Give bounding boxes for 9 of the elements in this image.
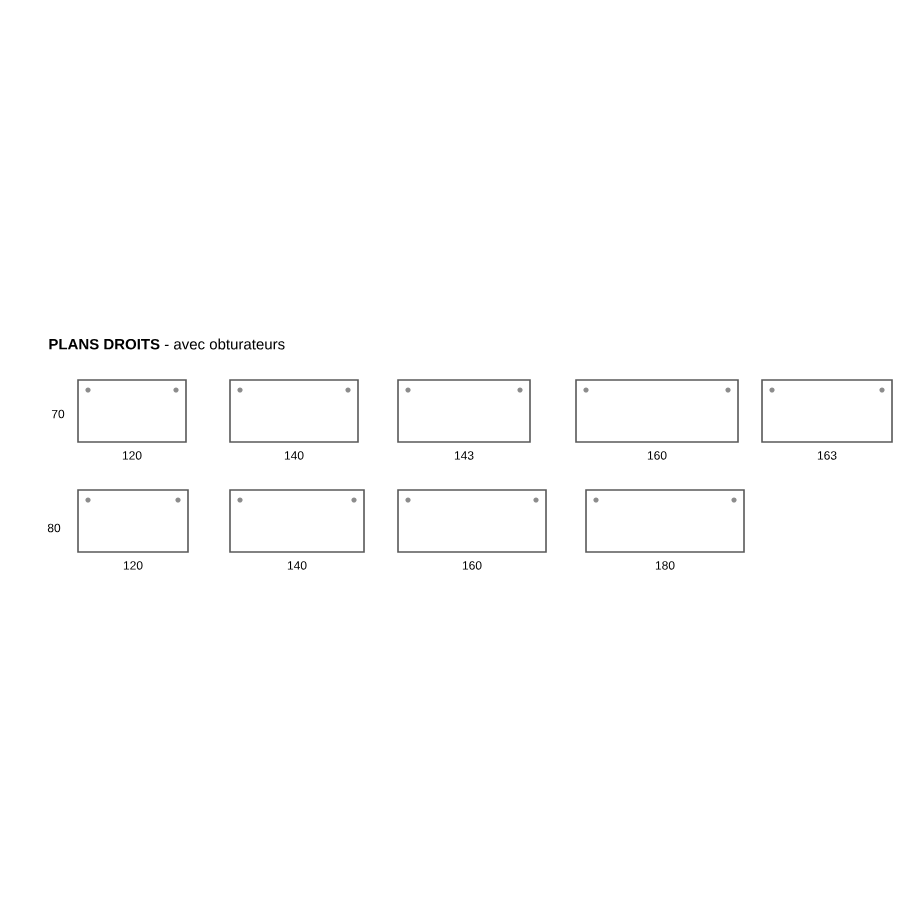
table-top-box [229, 489, 365, 553]
table-top-box [397, 489, 547, 553]
table-top-box [77, 489, 189, 553]
table-top-box [229, 379, 359, 443]
table-top-box [575, 379, 739, 443]
table-top-box [585, 489, 745, 553]
table-top-box [761, 379, 893, 443]
table-top-box [77, 379, 187, 443]
table-top-box [397, 379, 531, 443]
